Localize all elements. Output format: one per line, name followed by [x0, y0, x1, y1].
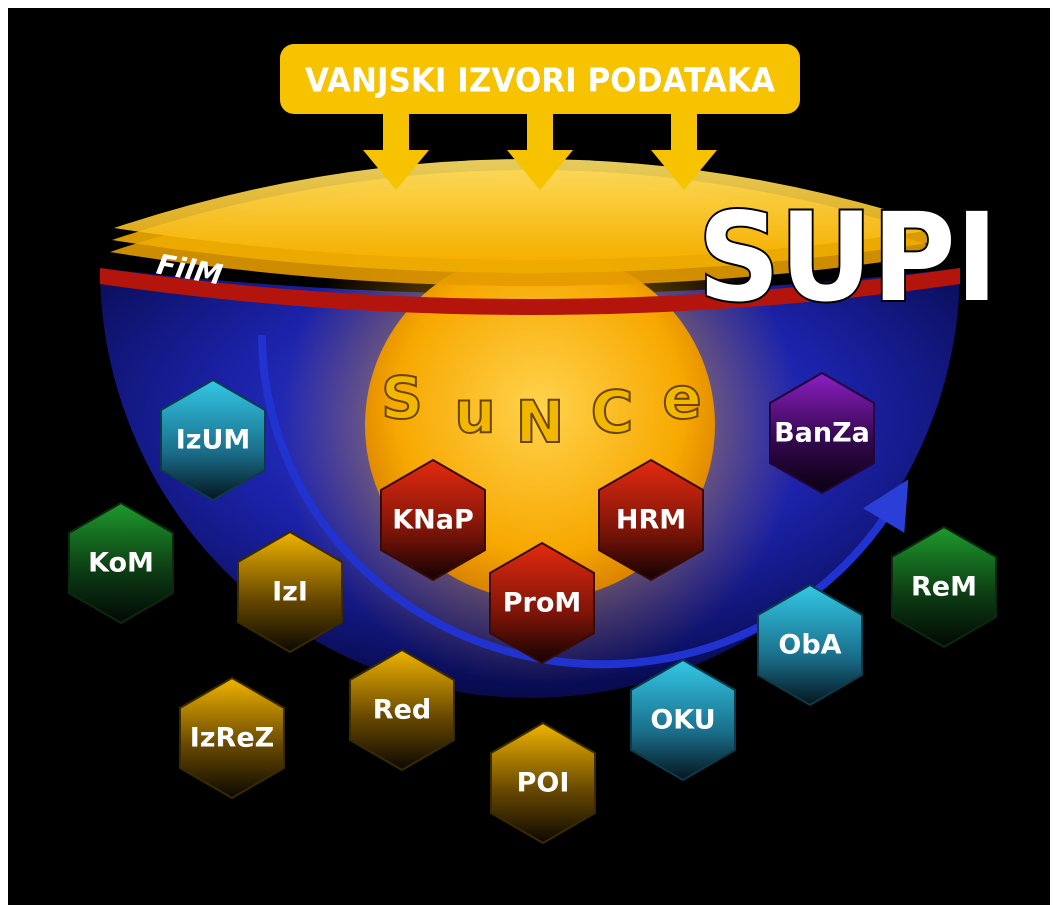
module-hex-hrm: HRM [598, 458, 704, 582]
hexagon-shape [757, 583, 863, 707]
core-letter-1: S [381, 364, 423, 432]
module-hex-poi: POI [490, 721, 596, 845]
hexagon-shape [490, 721, 596, 845]
module-label: KNaP [392, 505, 474, 536]
module-hex-banza: BanZa [769, 371, 875, 495]
module-hex-kom: KoM [68, 501, 174, 625]
hexagon-shape [68, 501, 174, 625]
module-hex-knap: KNaP [380, 458, 486, 582]
sources-banner [280, 44, 800, 114]
hexagon-shape [489, 541, 595, 665]
hexagon-shape [769, 371, 875, 495]
source-arrows [363, 112, 717, 190]
source-arrow-center [507, 112, 573, 190]
module-label: BanZa [774, 418, 870, 449]
module-label: POI [517, 768, 570, 799]
module-hex-rem: ReM [891, 525, 997, 649]
supi-title: SUPI [698, 187, 998, 329]
module-hex-oku: OKU [630, 658, 736, 782]
source-arrow-left [363, 112, 429, 190]
core-word: S u N C e [380, 363, 703, 457]
film-edge [100, 268, 960, 315]
hexagon-shape [630, 658, 736, 782]
module-label: HRM [616, 505, 686, 536]
module-hex-oba: ObA [757, 583, 863, 707]
module-label: Red [373, 695, 431, 726]
module-label: OKU [650, 705, 715, 736]
hexagon-shape [237, 530, 343, 654]
module-label: IzReZ [190, 723, 274, 754]
module-hex-izi: IzI [237, 530, 343, 654]
core-letter-3: N [516, 388, 565, 456]
module-hex-red: Red [349, 648, 455, 772]
lens-layer-1 [114, 159, 946, 260]
module-label: ReM [911, 572, 977, 603]
module-hex-izum: IzUM [160, 378, 266, 502]
core-letter-2: u [454, 378, 495, 446]
module-label: ProM [503, 588, 582, 619]
module-label: IzI [272, 577, 308, 608]
hexagon-shape [160, 378, 266, 502]
hexagon-shape [179, 676, 285, 800]
sources-label: VANJSKI IZVORI PODATAKA [305, 61, 775, 100]
module-hex-prom: ProM [489, 541, 595, 665]
core-letter-5: e [662, 364, 701, 432]
module-label: IzUM [176, 425, 251, 456]
hexagon-shape [891, 525, 997, 649]
hexagon-shape [380, 458, 486, 582]
hexagon-shape [598, 458, 704, 582]
hexagon-shape [349, 648, 455, 772]
module-hex-izrez: IzReZ [179, 676, 285, 800]
core-letter-4: C [591, 378, 634, 446]
module-label: ObA [778, 630, 841, 661]
module-label: KoM [88, 548, 154, 579]
source-arrow-right [651, 112, 717, 190]
